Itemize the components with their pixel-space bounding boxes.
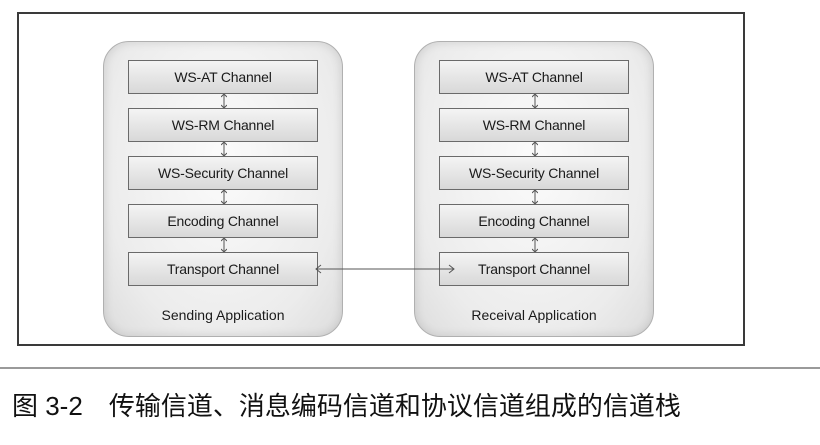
- stack-link-icon: [532, 94, 538, 108]
- app-label: Receival Application: [471, 307, 597, 323]
- figure-caption: 图 3-2 传输信道、消息编码信道和协议信道组成的信道栈: [12, 386, 681, 423]
- stack-link-icon: [221, 238, 227, 252]
- stack-link-icon: [532, 142, 538, 156]
- transport-channel: Transport Channel: [439, 252, 629, 286]
- ws-security-channel: WS-Security Channel: [128, 156, 318, 190]
- app-label: Sending Application: [161, 307, 285, 323]
- encoding-channel: Encoding Channel: [439, 204, 629, 238]
- stack-link-icon: [221, 94, 227, 108]
- stack-link-icon: [532, 190, 538, 204]
- figure-number: 图 3-2: [12, 391, 83, 421]
- caption-text: 传输信道、消息编码信道和协议信道组成的信道栈: [108, 391, 681, 421]
- stack-link-icon: [221, 142, 227, 156]
- ws-rm-channel: WS-RM Channel: [439, 108, 629, 142]
- transport-channel: Transport Channel: [128, 252, 318, 286]
- receival-application: WS-AT Channel WS-RM Channel WS-Security …: [414, 41, 654, 337]
- stack-link-icon: [532, 238, 538, 252]
- ws-at-channel: WS-AT Channel: [128, 60, 318, 94]
- double-arrow-icon: [315, 264, 455, 274]
- ws-rm-channel: WS-RM Channel: [128, 108, 318, 142]
- ws-security-channel: WS-Security Channel: [439, 156, 629, 190]
- encoding-channel: Encoding Channel: [128, 204, 318, 238]
- sending-application: WS-AT Channel WS-RM Channel WS-Security …: [103, 41, 343, 337]
- figure-frame: WS-AT Channel WS-RM Channel WS-Security …: [17, 12, 745, 346]
- caption-divider: [0, 367, 820, 369]
- ws-at-channel: WS-AT Channel: [439, 60, 629, 94]
- stack-link-icon: [221, 190, 227, 204]
